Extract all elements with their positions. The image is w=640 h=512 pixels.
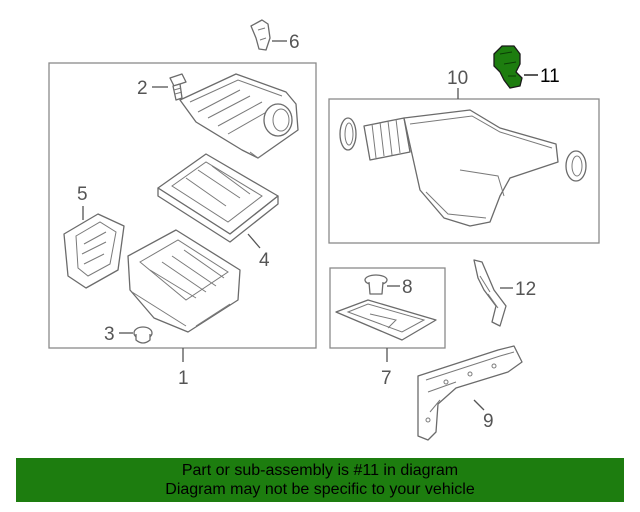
callout-8: 8 [402, 277, 413, 298]
callout-4: 4 [259, 250, 270, 271]
callout-2: 2 [137, 78, 148, 99]
part-8-clip[interactable] [364, 274, 388, 295]
callout-10: 10 [447, 68, 468, 89]
callout-3: 3 [104, 324, 115, 345]
air-cleaner-upper-housing[interactable] [179, 73, 299, 159]
part-6-clip[interactable] [250, 19, 271, 51]
part-4-filter-element[interactable] [157, 153, 279, 243]
callout-9: 9 [483, 411, 494, 432]
banner-line-1: Part or sub-assembly is #11 in diagram [181, 462, 459, 479]
callout-1: 1 [178, 368, 189, 389]
part-9-frame-support[interactable] [417, 345, 523, 441]
callout-7: 7 [381, 368, 392, 389]
part-9-leader [473, 399, 485, 411]
part-2-bolt[interactable] [169, 73, 187, 101]
part-11-highlighted-component[interactable] [493, 45, 523, 89]
callout-5: 5 [77, 184, 88, 205]
banner-line-2: Diagram may not be specific to your vehi… [165, 481, 475, 498]
callout-12: 12 [515, 279, 536, 300]
part-7-tray-bracket[interactable] [335, 299, 437, 341]
intake-duct-frame [328, 98, 600, 244]
air-cleaner-lower-housing[interactable] [127, 229, 241, 333]
part-3-grommet[interactable] [133, 326, 153, 344]
part-info-banner: Part or sub-assembly is #11 in diagram D… [16, 458, 624, 502]
part-12-bracket[interactable] [473, 259, 507, 327]
callout-11: 11 [540, 66, 560, 87]
callout-6: 6 [289, 32, 300, 53]
part-10-intake-duct[interactable] [339, 109, 587, 227]
part-5-duct-adapter[interactable] [63, 213, 125, 289]
part-4-leader [247, 233, 261, 249]
